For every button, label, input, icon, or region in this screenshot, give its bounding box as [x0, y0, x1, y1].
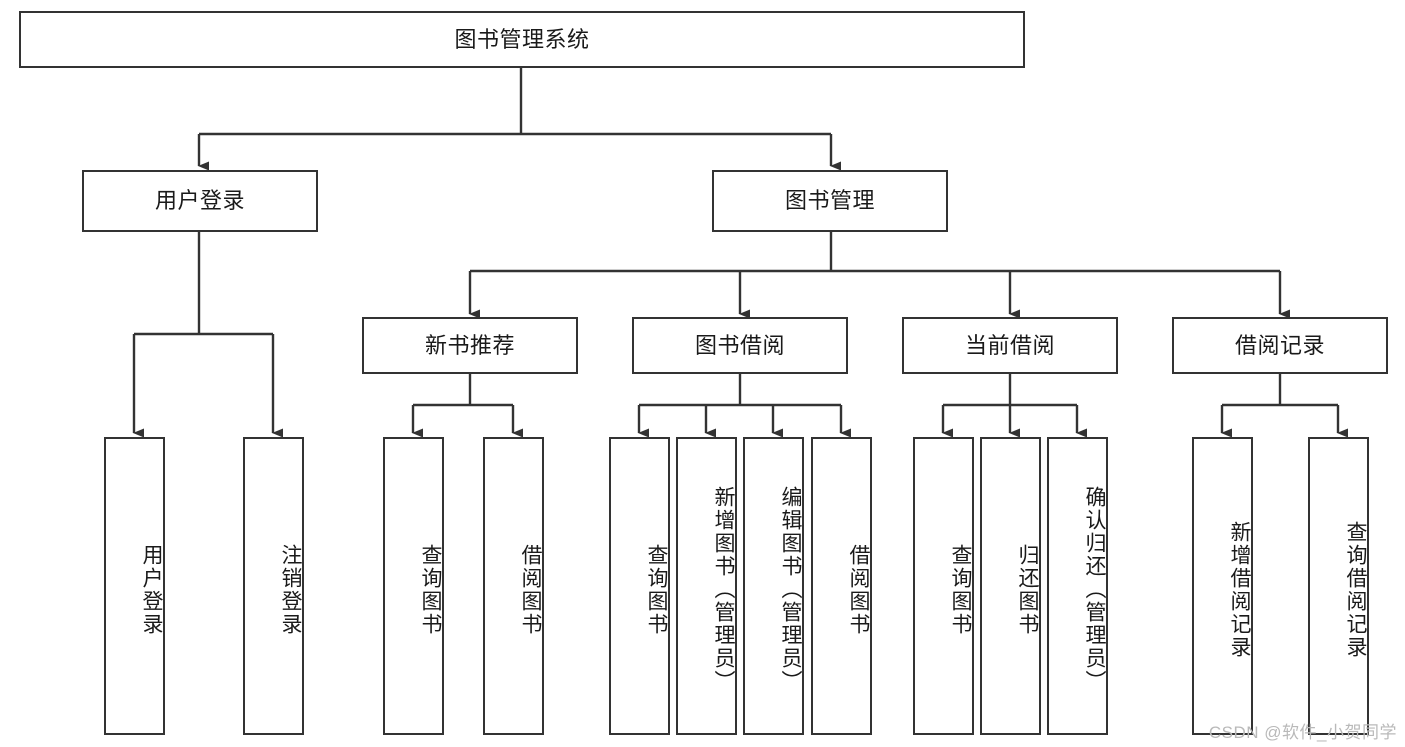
- node-borrow-record[interactable]: 借阅记录: [1172, 317, 1388, 374]
- leaf-query-record-label: 查询借阅记录: [1344, 521, 1367, 659]
- leaf-query-book-2-label: 查询图书: [645, 544, 668, 636]
- leaf-borrow-book-2-label: 借阅图书: [847, 544, 870, 636]
- leaf-user-login-label: 用户登录: [140, 544, 163, 636]
- leaf-logout-label: 注销登录: [279, 544, 302, 636]
- node-current-borrow-label: 当前借阅: [964, 332, 1055, 358]
- leaf-query-book-2[interactable]: 查询图书: [609, 437, 670, 735]
- leaf-logout[interactable]: 注销登录: [243, 437, 304, 735]
- node-book-borrow[interactable]: 图书借阅: [632, 317, 848, 374]
- node-root-label: 图书管理系统: [454, 26, 590, 52]
- leaf-user-login[interactable]: 用户登录: [104, 437, 165, 735]
- node-new-book-recommend-label: 新书推荐: [424, 332, 515, 358]
- leaf-borrow-book-1[interactable]: 借阅图书: [483, 437, 544, 735]
- node-book-manage-label: 图书管理: [784, 188, 875, 214]
- leaf-query-record[interactable]: 查询借阅记录: [1308, 437, 1369, 735]
- leaf-add-book[interactable]: 新增图书（管理员）: [676, 437, 737, 735]
- leaf-query-book-3-label: 查询图书: [949, 544, 972, 636]
- leaf-return-book[interactable]: 归还图书: [980, 437, 1041, 735]
- leaf-add-record[interactable]: 新增借阅记录: [1192, 437, 1253, 735]
- csdn-watermark: CSDN @软件_小贺同学: [1208, 723, 1397, 742]
- leaf-edit-book-label: 编辑图书（管理员）: [779, 485, 802, 693]
- leaf-query-book-1-label: 查询图书: [419, 544, 442, 636]
- leaf-add-book-label: 新增图书（管理员）: [712, 485, 735, 693]
- leaf-confirm-return[interactable]: 确认归还（管理员）: [1047, 437, 1108, 735]
- node-user-login[interactable]: 用户登录: [82, 170, 318, 232]
- leaf-borrow-book-2[interactable]: 借阅图书: [811, 437, 872, 735]
- leaf-confirm-return-label: 确认归还（管理员）: [1083, 485, 1106, 693]
- node-book-borrow-label: 图书借阅: [694, 332, 785, 358]
- leaf-borrow-book-1-label: 借阅图书: [519, 544, 542, 636]
- leaf-query-book-1[interactable]: 查询图书: [383, 437, 444, 735]
- leaf-query-book-3[interactable]: 查询图书: [913, 437, 974, 735]
- leaf-return-book-label: 归还图书: [1016, 544, 1039, 636]
- node-borrow-record-label: 借阅记录: [1234, 332, 1325, 358]
- node-current-borrow[interactable]: 当前借阅: [902, 317, 1118, 374]
- node-user-login-label: 用户登录: [154, 188, 245, 214]
- node-root[interactable]: 图书管理系统: [19, 11, 1025, 68]
- node-book-manage[interactable]: 图书管理: [712, 170, 948, 232]
- leaf-add-record-label: 新增借阅记录: [1228, 521, 1251, 659]
- node-new-book-recommend[interactable]: 新书推荐: [362, 317, 578, 374]
- leaf-edit-book[interactable]: 编辑图书（管理员）: [743, 437, 804, 735]
